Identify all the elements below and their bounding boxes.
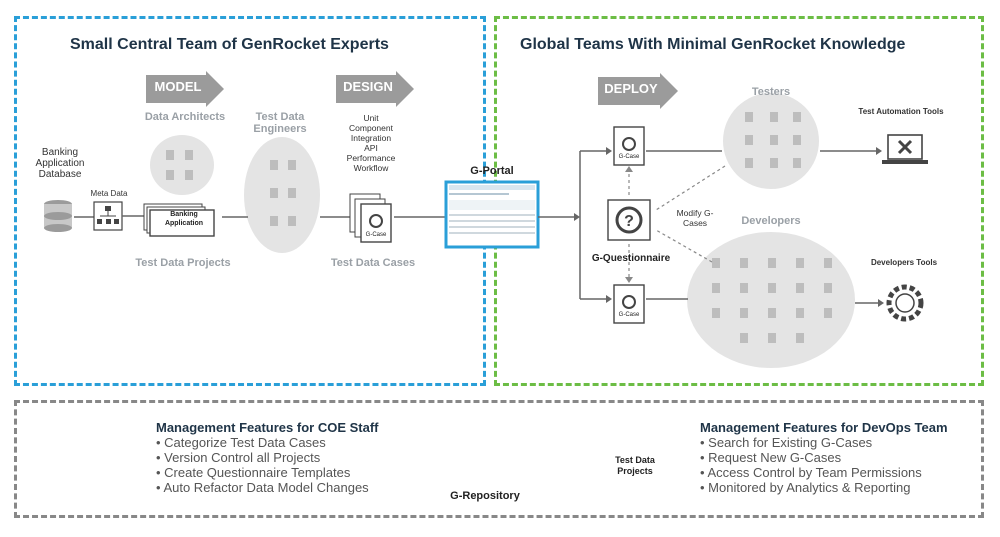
coe-feature-item: • Create Questionnaire Templates (156, 465, 351, 480)
developers-label: Developers (741, 215, 801, 227)
testers-label: Testers (751, 86, 791, 98)
global-teams-panel-title: Global Teams With Minimal GenRocket Know… (520, 36, 906, 53)
gportal-label: G-Portal (470, 165, 514, 177)
devops-feature-item: • Search for Existing G-Cases (700, 435, 873, 450)
gear-icon (886, 284, 924, 322)
banking-application-icon (143, 203, 215, 237)
test-data-cases-label: Test Data Cases (330, 257, 416, 269)
test-data-engineers-label: Test Data Engineers (253, 111, 307, 135)
gcase-bottom-icon (613, 284, 645, 324)
design-type: API (364, 143, 378, 153)
coe-feature-item: • Categorize Test Data Cases (156, 435, 326, 450)
banking-application-label: Banking Application (164, 211, 204, 227)
workflow-diagram: ? (44, 93, 928, 368)
gcase-top-icon (613, 126, 645, 166)
manage-panel (14, 400, 984, 518)
design-type: Integration (350, 133, 392, 143)
data-architects-label: Data Architects (144, 111, 226, 123)
design-types-list: Unit Component Integration API Performan… (336, 113, 406, 173)
design-label: DESIGN (343, 79, 393, 94)
coe-features-title: Management Features for COE Staff (156, 420, 379, 435)
devops-feature-item: • Monitored by Analytics & Reporting (700, 480, 911, 495)
engineers-group-icon (244, 137, 320, 253)
manage-label: MANAGE (41, 450, 105, 466)
svg-text:?: ? (624, 213, 634, 230)
gcase-top-label: G-Case (618, 154, 640, 160)
developers-tools-label: Developers Tools (870, 258, 938, 267)
model-arrow-icon (146, 71, 224, 107)
gportal-screenshot-icon (444, 180, 540, 249)
devops-feature-item: • Request New G-Cases (700, 450, 842, 465)
modify-gcases-label: Modify G-Cases (676, 208, 714, 228)
deploy-label: DEPLOY (604, 81, 658, 96)
design-type: Performance (346, 153, 396, 163)
devops-feature-item: • Access Control by Team Permissions (700, 465, 922, 480)
test-automation-tools-label: Test Automation Tools (858, 107, 944, 116)
database-icon (44, 200, 72, 232)
coe-panel-title: Small Central Team of GenRocket Experts (70, 36, 389, 53)
test-data-projects-box-label: Test Data Projects (615, 455, 655, 476)
coe-feature-item: • Version Control all Projects (156, 450, 321, 465)
meta-data-label: Meta Data (90, 189, 128, 198)
meta-data-icon (93, 201, 123, 231)
architects-group-icon (150, 135, 214, 195)
devops-features: Management Features for DevOps Team • Se… (700, 420, 980, 495)
developers-group-icon (687, 232, 855, 368)
gcase-stack-icon (349, 193, 392, 243)
questionnaire-icon: ? (607, 199, 651, 241)
gquestionnaire-label: G-Questionnaire (591, 253, 671, 264)
design-type: Unit (363, 113, 379, 123)
test-data-projects-label: Test Data Projects (135, 257, 231, 269)
design-type: Workflow (353, 163, 389, 173)
banking-db-label: Banking Application Database (35, 147, 85, 180)
gcase-stack-label: G-Case (365, 232, 387, 238)
design-arrow-icon (336, 71, 414, 107)
model-label: MODEL (154, 79, 202, 94)
coe-feature-item: • Auto Refactor Data Model Changes (156, 480, 369, 495)
laptop-tools-icon (882, 134, 928, 164)
deploy-arrow-icon (598, 73, 678, 109)
gcase-bottom-label: G-Case (618, 312, 640, 318)
grepository-label: G-Repository (450, 490, 520, 502)
devops-features-title: Management Features for DevOps Team (700, 420, 948, 435)
design-type: Component (349, 123, 393, 133)
coe-features: Management Features for COE Staff • Cate… (156, 420, 426, 495)
